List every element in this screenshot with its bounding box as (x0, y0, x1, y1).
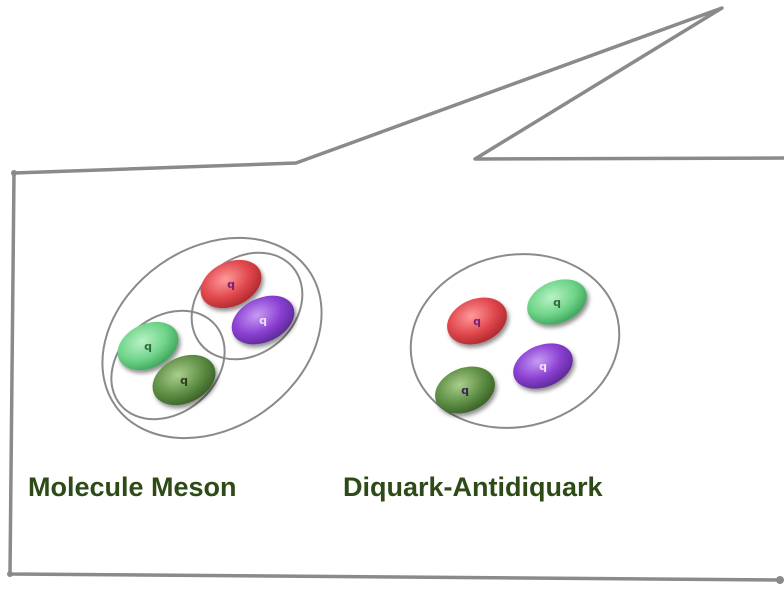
outer-boundary (64, 197, 361, 480)
diquark-antidiquark-caption: Diquark-Antidiquark (343, 472, 603, 503)
quark-label: q (180, 374, 188, 387)
molecule-meson-diagram: q q q q (64, 197, 361, 480)
quark-label: q (227, 278, 235, 291)
quark-label: q (144, 340, 152, 353)
quark-label: q (473, 315, 481, 328)
bubble-corner-dot (11, 170, 17, 176)
quark-label: q (539, 360, 547, 373)
quark-label: q (461, 384, 469, 397)
quark-label: q (553, 296, 561, 309)
molecule-meson-caption: Molecule Meson (28, 472, 237, 503)
diquark-antidiquark-diagram: q q q q (394, 235, 635, 447)
quark-label: q (259, 314, 267, 327)
bubble-corner-dot (776, 576, 784, 584)
bubble-corner-dot (7, 571, 13, 577)
outer-boundary (394, 235, 635, 447)
